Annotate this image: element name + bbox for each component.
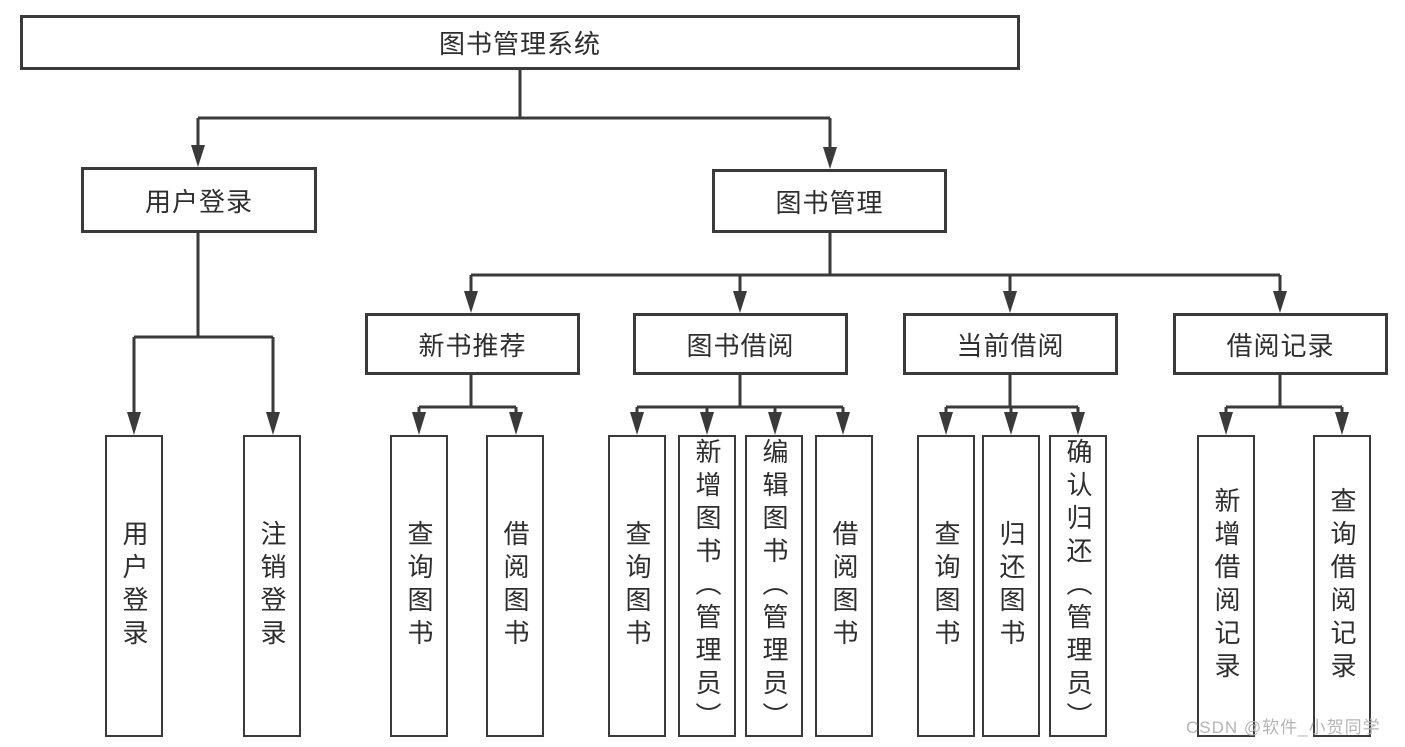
node-borrow-books-bb: 借阅图书 (815, 435, 873, 737)
arrow-down-icon (1004, 412, 1018, 435)
arrow-down-icon (1219, 412, 1233, 435)
node-label: 新增借阅记录 (1211, 487, 1241, 685)
node-label: 查询借阅记录 (1327, 487, 1357, 685)
node-label: 查询图书 (622, 520, 652, 652)
arrow-down-icon (266, 412, 280, 435)
node-add-books-admin: 新增图书（管理员） (678, 435, 736, 737)
node-label: 新增图书（管理员） (692, 437, 722, 735)
node-label: 查询图书 (931, 520, 961, 652)
arrow-down-icon (1003, 291, 1017, 313)
arrow-down-icon (768, 412, 782, 435)
node-book-borrowing: 图书借阅 (633, 313, 848, 375)
node-query-books-cb: 查询图书 (917, 435, 975, 737)
arrow-down-icon (836, 412, 850, 435)
arrow-down-icon (464, 291, 478, 313)
node-label: 归还图书 (996, 520, 1026, 652)
node-label: 编辑图书（管理员） (759, 437, 789, 735)
node-add-borrow-record: 新增借阅记录 (1197, 435, 1255, 737)
node-user-login-branch: 用户登录 (81, 167, 317, 233)
node-logout-leaf: 注销登录 (243, 435, 301, 737)
connector-book-borrow-to-leaves (630, 375, 850, 435)
node-label: 借阅图书 (829, 520, 859, 652)
node-label: 查询图书 (404, 520, 434, 652)
connector-new-book-rec-to-leaves (412, 375, 523, 435)
connector-user-login-to-leaves (127, 233, 280, 435)
arrow-down-icon (509, 412, 523, 435)
arrow-down-icon (1335, 412, 1349, 435)
connector-root-to-level2 (191, 70, 837, 169)
node-new-book-recommend: 新书推荐 (365, 313, 580, 375)
node-label: 借阅图书 (500, 520, 530, 652)
node-root-system: 图书管理系统 (20, 15, 1020, 70)
connector-borrow-records-to-leaves (1219, 375, 1349, 435)
arrow-down-icon (700, 412, 714, 435)
node-borrow-books-rec: 借阅图书 (486, 435, 544, 737)
node-user-login-leaf: 用户登录 (105, 435, 163, 737)
node-label: 确认归还（管理员） (1063, 437, 1093, 735)
node-book-management-branch: 图书管理 (712, 169, 947, 233)
node-edit-books-admin: 编辑图书（管理员） (745, 435, 803, 737)
arrow-down-icon (1071, 412, 1085, 435)
arrow-down-icon (630, 412, 644, 435)
arrow-down-icon (1273, 291, 1287, 313)
node-current-borrowing: 当前借阅 (903, 313, 1118, 375)
node-label: 用户登录 (119, 520, 149, 652)
csdn-watermark: CSDN @软件_小贺同学 (1186, 718, 1381, 737)
arrow-down-icon (191, 145, 205, 167)
arrow-down-icon (939, 412, 953, 435)
node-borrowing-records: 借阅记录 (1173, 313, 1388, 375)
node-label: 注销登录 (257, 520, 287, 652)
node-query-books-rec: 查询图书 (390, 435, 448, 737)
arrow-down-icon (127, 412, 141, 435)
node-query-borrow-record: 查询借阅记录 (1313, 435, 1371, 737)
arrow-down-icon (412, 412, 426, 435)
arrow-down-icon (733, 291, 747, 313)
connector-book-mgmt-to-level3 (464, 233, 1287, 313)
arrow-down-icon (823, 147, 837, 169)
node-confirm-return-admin: 确认归还（管理员） (1049, 435, 1107, 737)
node-return-books: 归还图书 (982, 435, 1040, 737)
connector-current-borrow-to-leaves (939, 375, 1085, 435)
node-query-books-bb: 查询图书 (608, 435, 666, 737)
